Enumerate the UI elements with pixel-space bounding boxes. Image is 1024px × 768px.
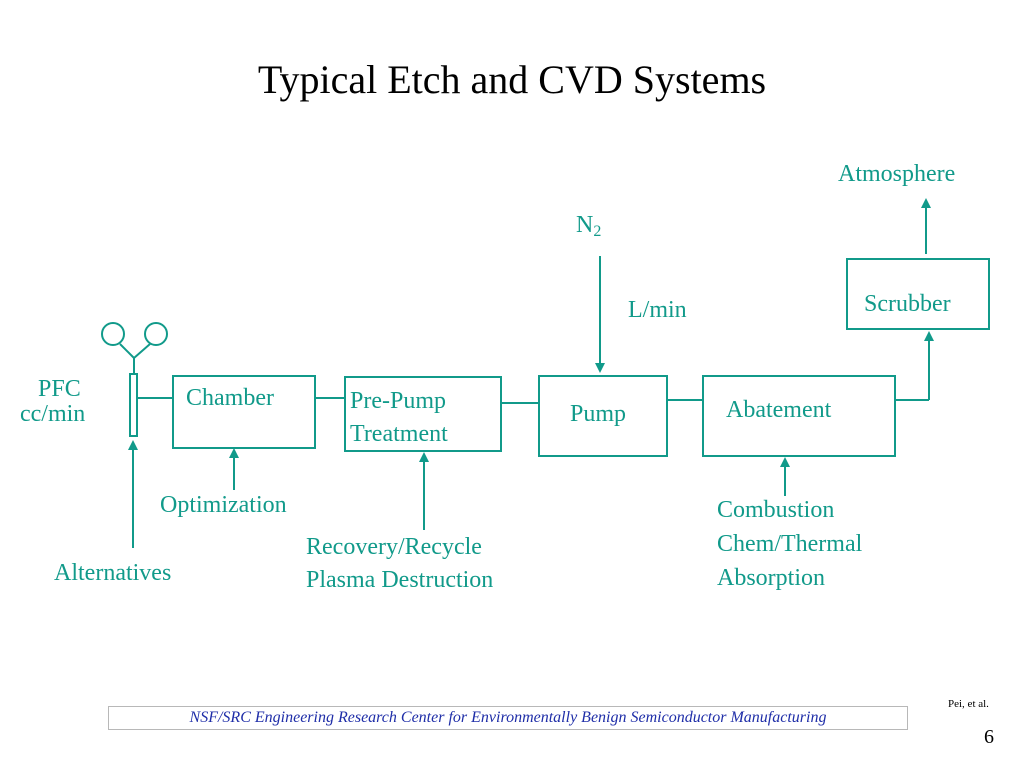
abatement-label: Abatement — [726, 397, 832, 423]
prepump-box — [344, 376, 502, 452]
inlet-valve — [129, 373, 138, 437]
n2-subscript: 2 — [593, 223, 602, 240]
optimization-label: Optimization — [160, 492, 287, 518]
chamber-box — [172, 375, 316, 449]
recovery-label-line1: Recovery/Recycle — [306, 534, 482, 560]
gas-cylinder-right-icon — [144, 322, 168, 346]
pump-label: Pump — [570, 401, 627, 427]
alternatives-label: Alternatives — [54, 560, 172, 586]
atmosphere-label: Atmosphere — [838, 161, 956, 187]
prepump-label-line2: Treatment — [350, 421, 448, 447]
prepump-label-line1: Pre-Pump — [350, 388, 446, 414]
n2-label: N2 — [576, 212, 601, 241]
recovery-label-line2: Plasma Destruction — [306, 567, 494, 593]
footer-banner: NSF/SRC Engineering Research Center for … — [108, 706, 908, 730]
abatement-method-2: Chem/Thermal — [717, 531, 863, 557]
scrubber-box — [846, 258, 990, 330]
chamber-label: Chamber — [186, 385, 274, 411]
scrubber-label: Scrubber — [864, 291, 951, 317]
gas-cylinder-left-icon — [101, 322, 125, 346]
slide-title: Typical Etch and CVD Systems — [257, 57, 767, 102]
source-credit: Pei, et al. — [948, 698, 989, 710]
abatement-box — [702, 375, 896, 457]
pump-box — [538, 375, 668, 457]
abatement-method-1: Combustion — [717, 497, 835, 523]
n2-base: N — [576, 212, 594, 238]
page-number: 6 — [984, 726, 994, 748]
n2-flow-unit: L/min — [628, 297, 687, 323]
pfc-label: PFC — [38, 376, 81, 402]
pfc-flow-unit: cc/min — [20, 401, 86, 427]
abatement-method-3: Absorption — [717, 565, 825, 591]
